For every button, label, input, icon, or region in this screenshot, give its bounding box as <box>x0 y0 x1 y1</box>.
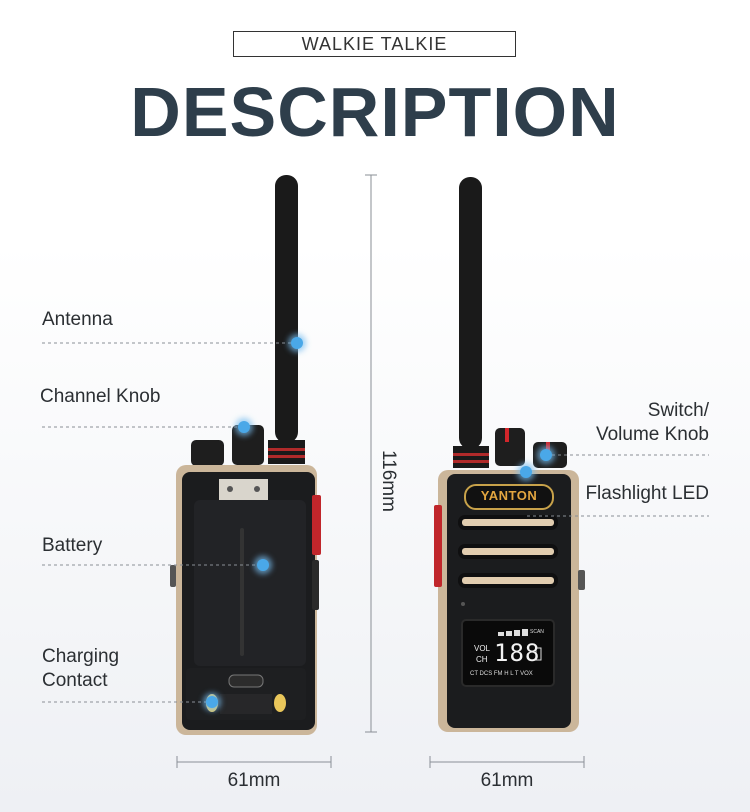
flashlight-led-dot <box>520 466 532 478</box>
display-vol: VOL <box>474 644 491 653</box>
callout-lines <box>42 342 709 703</box>
page-title: DESCRIPTION <box>130 73 620 151</box>
charging-contact-label-line2: Contact <box>42 670 108 691</box>
display-ch: CH <box>476 655 488 664</box>
charging-contact-label-line1: Charging <box>42 646 120 667</box>
dimension-lines <box>176 174 585 768</box>
switch-label-line1: Switch/ <box>647 400 709 421</box>
display-scan: SCAN <box>530 629 544 635</box>
front-width-dimension-label: 61mm <box>480 770 534 791</box>
height-dimension-label: 116mm <box>378 450 399 512</box>
front-device <box>434 177 585 732</box>
channel-knob-dot <box>238 421 250 433</box>
volume-knob-dot <box>540 449 552 461</box>
display-status-row: CT DCS FM H L T VOX <box>470 671 533 677</box>
brand-logo: YANTON <box>480 488 538 503</box>
channel-knob-label: Channel Knob <box>40 386 161 407</box>
battery-label: Battery <box>42 535 103 556</box>
battery-dot <box>257 559 269 571</box>
antenna-label: Antenna <box>42 309 113 330</box>
flashlight-led-label: Flashlight LED <box>585 483 709 504</box>
display-digits: 188 <box>494 639 541 667</box>
antenna-dot <box>291 337 303 349</box>
walkie-talkie-tag: WALKIE TALKIE <box>233 31 516 57</box>
back-width-dimension-label: 61mm <box>227 770 281 791</box>
volume-knob-label-line2: Volume Knob <box>595 424 709 445</box>
charging-contact-dot <box>206 696 218 708</box>
back-device <box>170 175 321 735</box>
